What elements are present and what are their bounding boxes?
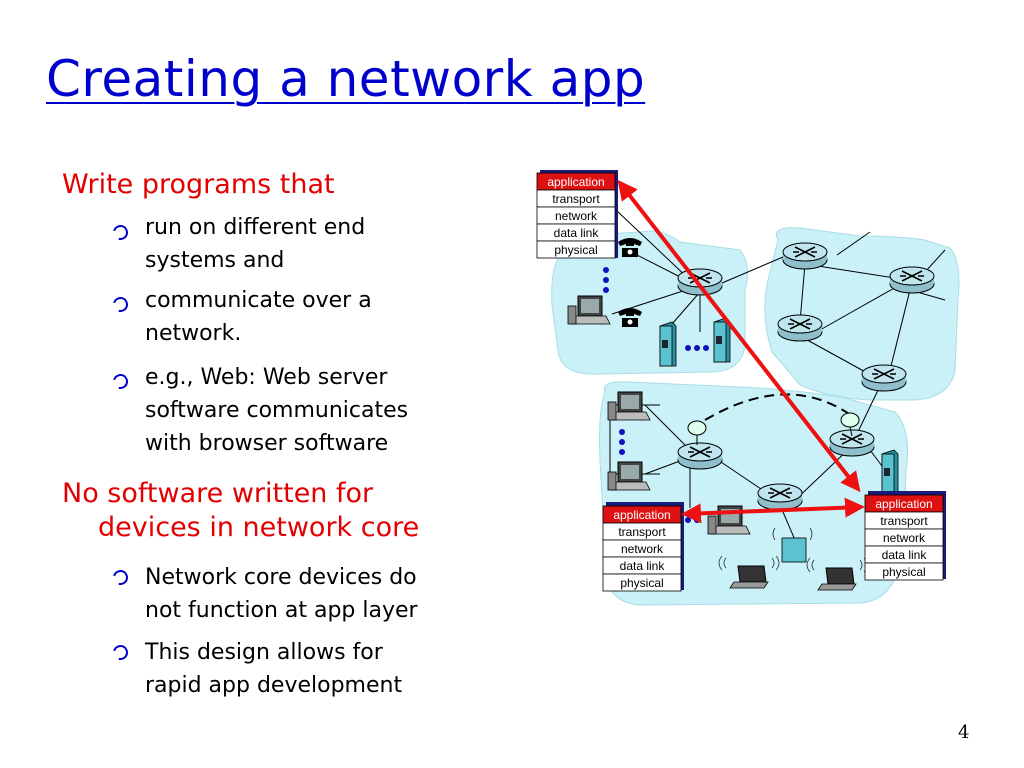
wireless-access-point-icon xyxy=(781,537,807,563)
bullet-marker-icon xyxy=(110,371,131,392)
protocol-stack-bottom-right: application transport network data link … xyxy=(864,491,946,581)
bullet-marker-icon xyxy=(110,294,131,315)
stack-layer-label: network xyxy=(555,209,598,223)
bullet-design-allows: This design allows for rapid app develop… xyxy=(145,640,403,698)
bullet-marker-icon xyxy=(110,567,131,588)
stack-layer-label: data link xyxy=(620,559,666,573)
bullet-core-devices: Network core devices do not function at … xyxy=(145,565,418,623)
router-icon xyxy=(889,266,935,294)
router-icon xyxy=(782,242,828,270)
page-number: 4 xyxy=(958,722,970,743)
stack-layer-label: data link xyxy=(554,226,600,240)
bullet-communicate: communicate over a network. xyxy=(145,288,372,346)
bullet-marker-icon xyxy=(110,642,131,663)
server-icon xyxy=(881,449,899,495)
wireless-signal-icon xyxy=(772,527,813,541)
bullet-web-example: e.g., Web: Web server software communica… xyxy=(145,365,409,456)
stack-layer-label: physical xyxy=(554,243,597,257)
router-icon xyxy=(677,442,723,470)
bullet-run-different: run on different end systems and xyxy=(145,215,366,273)
router-icon xyxy=(757,483,803,511)
router-icon xyxy=(677,268,723,296)
network-diagram: application transport network data link … xyxy=(536,170,960,606)
slide-title: Creating a network app xyxy=(46,50,646,108)
stack-layer-label: network xyxy=(621,542,664,556)
stack-layer-label: transport xyxy=(880,514,928,528)
router-icon xyxy=(861,364,907,392)
bullet-marker-icon xyxy=(110,222,131,243)
stack-layer-label: data link xyxy=(882,548,928,562)
router-icon xyxy=(777,314,823,342)
application-arrows xyxy=(617,179,865,524)
stack-layer-label: transport xyxy=(552,192,600,206)
stack-layer-label: application xyxy=(613,508,670,522)
stack-layer-label: application xyxy=(547,175,604,189)
stack-layer-label: application xyxy=(875,497,932,511)
bullet-list: Write programs that run on different end… xyxy=(0,0,500,768)
protocol-stack-top: application transport network data link … xyxy=(536,170,618,259)
bullet-write-programs: Write programs that xyxy=(62,169,335,200)
stack-layer-label: physical xyxy=(620,576,663,590)
server-icon xyxy=(659,321,677,367)
stack-layer-label: physical xyxy=(882,565,925,579)
bullet-no-software: No software written for devices in netwo… xyxy=(62,478,420,543)
app-arrow-left-to-right xyxy=(681,497,865,524)
stack-layer-label: network xyxy=(883,531,926,545)
protocol-stack-bottom-left: application transport network data link … xyxy=(602,502,684,592)
app-arrow-top-to-right xyxy=(617,179,861,493)
stack-layer-label: transport xyxy=(618,525,666,539)
